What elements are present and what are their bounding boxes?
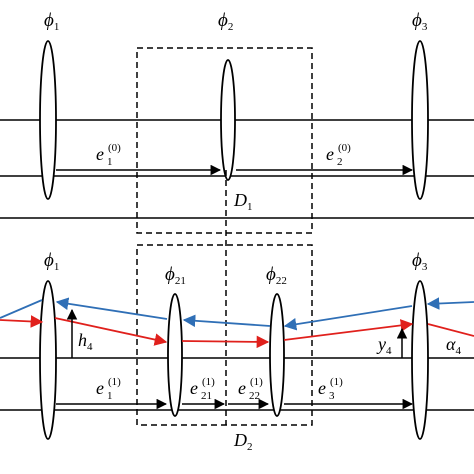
blue-ray-segment-5 [0, 299, 43, 319]
label-alpha4: α4 [446, 334, 461, 357]
blue-ray-segment-3 [182, 314, 271, 328]
label-phi3-bottom: ϕ3 [412, 250, 428, 273]
lens-phi2-top [220, 59, 236, 181]
label-phi21: ϕ21 [165, 264, 186, 287]
label-phi2-top: ϕ2 [218, 10, 233, 33]
blue-ray-segment-1 [426, 297, 474, 310]
label-phi1-top: ϕ1 [44, 10, 59, 33]
bottom-dashed-box [136, 244, 313, 426]
blue-ray-segment-4 [55, 297, 168, 320]
lens-phi3-bottom [411, 280, 429, 440]
lens-phi21 [167, 293, 183, 417]
red-ray-segment-3 [181, 335, 270, 349]
blue-ray-segment-2 [283, 305, 413, 331]
label-D2: D2 [233, 430, 253, 453]
red-ray-segment-2 [54, 317, 168, 346]
label-phi1-bottom: ϕ1 [44, 250, 59, 273]
lens-phi1-bottom [39, 280, 57, 440]
lens-phi22 [269, 293, 285, 417]
label-D1: D1 [233, 190, 253, 213]
label-y4: y4 [376, 334, 392, 357]
red-ray-segment-4 [283, 319, 414, 341]
lens-phi1-top [39, 40, 57, 200]
label-phi22: ϕ22 [266, 264, 287, 287]
red-ray-segment-5 [427, 323, 474, 337]
label-h4: h4 [78, 330, 93, 353]
label-phi3-top: ϕ3 [412, 10, 428, 33]
lens-phi3-top [411, 40, 429, 200]
red-ray-segment-1 [0, 315, 44, 328]
